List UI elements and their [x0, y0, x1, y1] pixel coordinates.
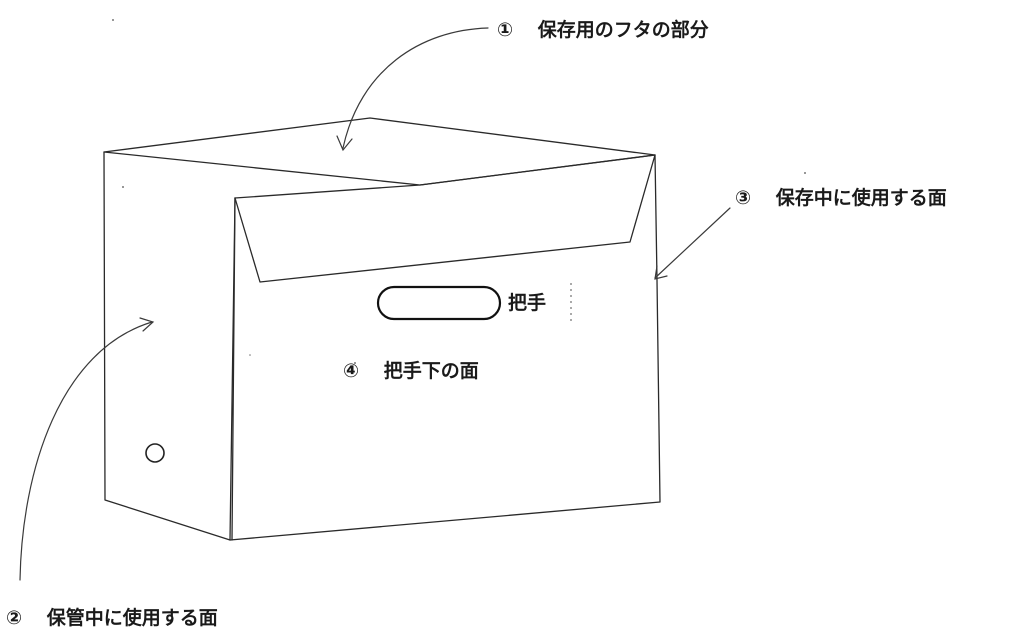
- label-under-handle-text: 把手下の面: [384, 359, 479, 382]
- handle-slot: [376, 285, 502, 321]
- label-lid-number: ①: [497, 19, 513, 41]
- label-storage-back-number: ③: [735, 187, 751, 209]
- box-top-face: [103, 117, 656, 186]
- label-lid: ① 保存用のフタの部分: [497, 18, 709, 41]
- label-storage-back: ③ 保存中に使用する面: [735, 186, 947, 209]
- label-under-handle-number: ④: [343, 360, 359, 382]
- arrow-lid: [336, 27, 489, 152]
- box-left-side: [103, 151, 236, 541]
- arrow-storage-back: [654, 207, 731, 280]
- label-storage-side: ② 保管中に使用する面: [6, 606, 218, 629]
- label-under-handle: ④ 把手下の面: [343, 359, 479, 382]
- lid-flap: [234, 154, 656, 283]
- label-storage-side-text: 保管中に使用する面: [46, 606, 218, 629]
- label-handle: 把手: [508, 291, 546, 314]
- label-storage-back-text: 保存中に使用する面: [775, 186, 947, 209]
- circle-symbol: [145, 443, 165, 463]
- label-lid-text: 保存用のフタの部分: [537, 18, 709, 41]
- box-outline: [103, 117, 661, 541]
- box-front-face: [229, 154, 661, 541]
- scan-specks: [112, 19, 806, 364]
- front-left-edge: [231, 197, 236, 541]
- arrow-storage-side: [19, 317, 155, 581]
- label-storage-side-number: ②: [6, 607, 22, 629]
